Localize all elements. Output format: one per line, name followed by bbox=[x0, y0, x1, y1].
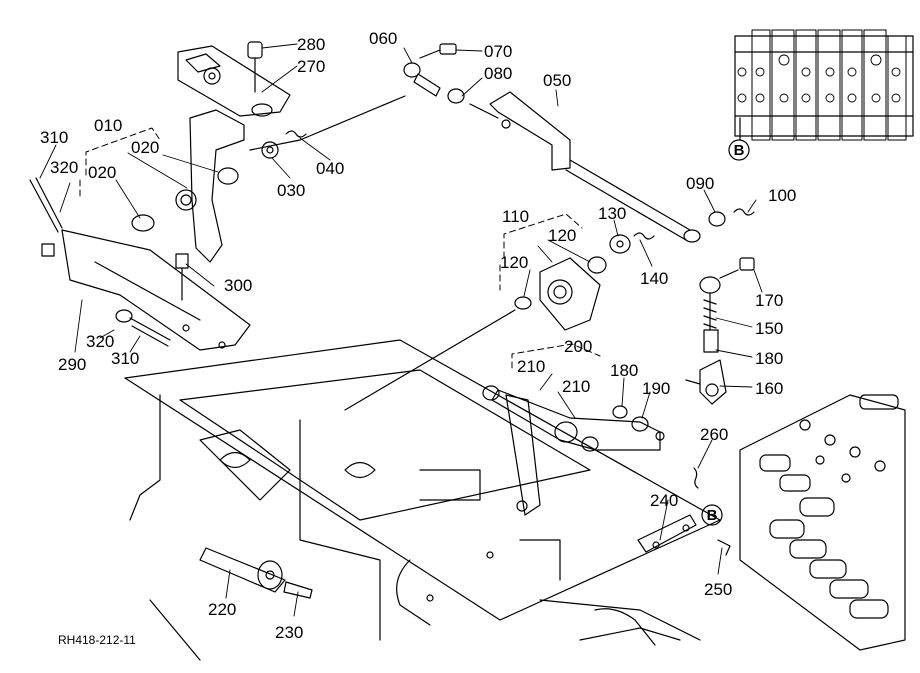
callout-180-right: 180 bbox=[755, 349, 783, 368]
callout-270: 270 bbox=[297, 57, 325, 76]
callout-180-center: 180 bbox=[610, 361, 638, 380]
view-marker-label: B bbox=[707, 507, 718, 524]
callout-130: 130 bbox=[598, 204, 626, 223]
callout-100: 100 bbox=[768, 186, 796, 205]
callout-labels: 280 270 060 070 080 050 010 020 310 320 … bbox=[40, 29, 796, 642]
callout-120-lower: 120 bbox=[500, 253, 528, 272]
callout-020-lower: 020 bbox=[88, 163, 116, 182]
pedal-bracket bbox=[177, 41, 291, 117]
lever-arm bbox=[131, 109, 307, 263]
lower-arm bbox=[482, 385, 665, 516]
callout-050: 050 bbox=[543, 71, 571, 90]
callout-320-lower: 320 bbox=[86, 332, 114, 351]
callout-250: 250 bbox=[704, 580, 732, 599]
callout-040: 040 bbox=[316, 159, 344, 178]
callout-070: 070 bbox=[484, 42, 512, 61]
callout-120-upper: 120 bbox=[548, 226, 576, 245]
pivot-block bbox=[344, 232, 655, 411]
turnbuckle bbox=[685, 257, 755, 405]
callout-010: 010 bbox=[94, 116, 122, 135]
assembly-brackets bbox=[79, 127, 601, 369]
callout-200: 200 bbox=[564, 337, 592, 356]
callout-230: 230 bbox=[275, 623, 303, 642]
inset-marker-label: B bbox=[734, 142, 745, 159]
callout-060: 060 bbox=[369, 29, 397, 48]
callout-240: 240 bbox=[650, 491, 678, 510]
callout-110: 110 bbox=[502, 207, 529, 226]
frame-assembly bbox=[124, 339, 721, 661]
callout-030: 030 bbox=[277, 181, 305, 200]
callout-150: 150 bbox=[755, 319, 783, 338]
document-code: RH418-212-11 bbox=[58, 633, 136, 647]
view-marker-circle bbox=[701, 504, 723, 526]
callout-160: 160 bbox=[755, 379, 783, 398]
leader-lines bbox=[39, 43, 763, 617]
callout-320-upper: 320 bbox=[50, 158, 78, 177]
rod-assembly bbox=[249, 43, 755, 243]
callout-290: 290 bbox=[58, 355, 86, 374]
callout-220: 220 bbox=[208, 600, 236, 619]
callout-310-upper: 310 bbox=[40, 128, 68, 147]
link-bracket bbox=[29, 177, 251, 351]
callout-260: 260 bbox=[700, 425, 728, 444]
callout-210-upper: 210 bbox=[517, 357, 545, 376]
callout-170: 170 bbox=[755, 291, 783, 310]
callout-280: 280 bbox=[297, 35, 325, 54]
callout-210-lower: 210 bbox=[562, 377, 590, 396]
inset-marker-circle bbox=[728, 139, 750, 161]
callout-190: 190 bbox=[642, 379, 670, 398]
control-valve: B bbox=[637, 394, 906, 651]
callout-080: 080 bbox=[484, 64, 512, 83]
cross-shaft bbox=[199, 547, 313, 599]
callout-020-upper: 020 bbox=[131, 138, 159, 157]
callout-310-lower: 310 bbox=[111, 349, 139, 368]
callout-140: 140 bbox=[640, 269, 668, 288]
callout-300: 300 bbox=[224, 276, 252, 295]
callout-090: 090 bbox=[686, 174, 714, 193]
inset-valve-view: B bbox=[728, 29, 914, 161]
